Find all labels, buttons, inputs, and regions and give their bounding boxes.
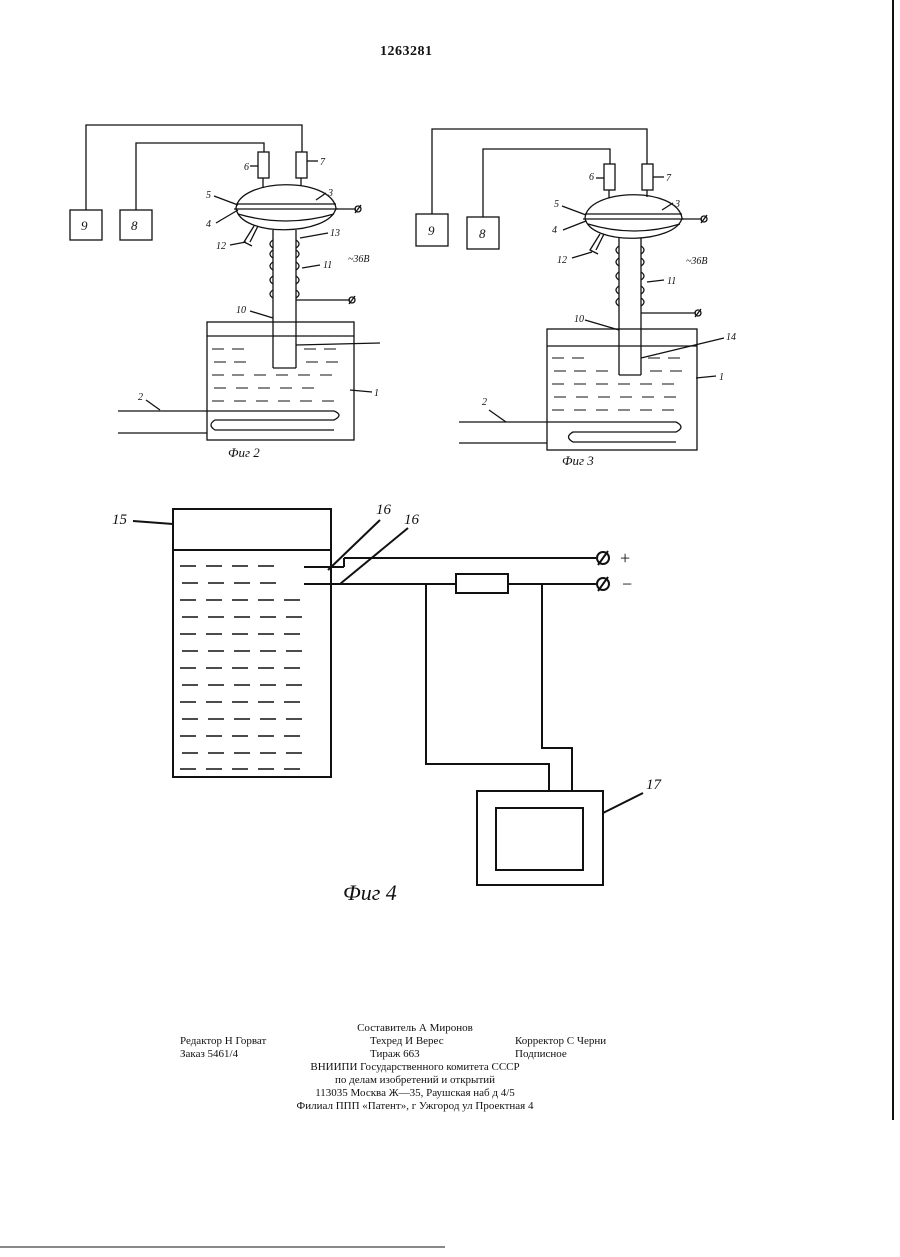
fig2-label-3: 3 (327, 188, 333, 199)
fig2-label-5: 5 (206, 190, 211, 201)
fig3-label-10: 10 (574, 314, 584, 325)
fig3-box-9-label: 9 (428, 223, 435, 238)
fig4-wire-meter-a (426, 584, 549, 791)
fig3-voltage: ~36В (686, 256, 708, 267)
fig3-caption: Фиг 3 (562, 453, 594, 468)
fig2-label-4: 4 (206, 219, 211, 230)
fig2-sensor-7 (296, 152, 307, 178)
fig3-label-1: 1 (719, 372, 724, 383)
fig2-sensor-6 (258, 152, 269, 178)
fig4-caption: Фиг 4 (343, 880, 397, 905)
fig3-coil-11 (616, 246, 644, 306)
fig2-dome-3 (236, 185, 336, 230)
fig3-label-11: 11 (667, 276, 676, 287)
imprint-editor: Редактор Н Горват (180, 1035, 266, 1048)
imprint-corrector: Корректор С Черни (515, 1035, 606, 1048)
fig4-liquid (180, 566, 302, 769)
fig4-wire-meter-b (542, 584, 572, 791)
fig2-voltage: ~36В (348, 254, 370, 265)
fig3-drawing (416, 129, 724, 450)
fig2-coil-11 (270, 240, 299, 298)
fig2-wire-8-6 (136, 143, 264, 210)
imprint-compiler: Составитель А Миронов (180, 1022, 650, 1035)
fig2-label-6: 6 (244, 162, 249, 173)
fig2-drawing (70, 125, 380, 440)
imprint-address: 113035 Москва Ж—35, Раушская наб д 4/5 (180, 1087, 650, 1100)
fig4-plus-sign: + (620, 548, 630, 568)
fig2-label-13: 13 (330, 228, 340, 239)
fig4-label-15: 15 (112, 512, 128, 528)
fig4-resistor (456, 574, 508, 593)
fig4-meter-screen (496, 808, 583, 870)
imprint-org-line2: по делам изобретений и открытий (180, 1074, 650, 1087)
imprint-row-order: Заказ 5461/4 Тираж 663 Подписное (180, 1048, 650, 1061)
imprint-row-editors: Редактор Н Горват Техред И Верес Коррект… (180, 1035, 650, 1048)
fig3-sensor-6 (604, 164, 615, 190)
imprint-org-line1: ВНИИПИ Государственного комитета СССР (180, 1061, 650, 1074)
fig2-label-2: 2 (138, 392, 143, 403)
fig2-label-1: 1 (374, 388, 379, 399)
fig2-liquid (212, 349, 338, 401)
fig2-box-8-label: 8 (131, 218, 138, 233)
fig3-label-6: 6 (589, 172, 594, 183)
fig3-label-4: 4 (552, 225, 557, 236)
fig3-label-5: 5 (554, 199, 559, 210)
fig4-label-16a: 16 (376, 502, 392, 518)
fig3-label-12: 12 (557, 255, 567, 266)
fig2-label-12: 12 (216, 241, 226, 252)
fig3-liquid (552, 358, 682, 410)
fig3-heater-2 (459, 422, 681, 442)
fig3-dome-3 (585, 195, 682, 239)
fig3-sensor-7 (642, 164, 653, 190)
fig2-tank-1 (207, 322, 354, 440)
imprint-subscription: Подписное (515, 1048, 567, 1061)
imprint-order: Заказ 5461/4 (180, 1048, 238, 1061)
imprint-techred: Техред И Верес (370, 1035, 444, 1048)
fig2-label-7: 7 (320, 157, 326, 168)
fig2-box-9-label: 9 (81, 218, 88, 233)
fig2-label-10: 10 (236, 305, 246, 316)
fig2-heater-2 (118, 411, 339, 430)
fig3-label-3: 3 (674, 199, 680, 210)
imprint-branch: Филиал ППП «Патент», г Ужгород ул Проект… (180, 1100, 650, 1113)
fig3-label-2: 2 (482, 397, 487, 408)
imprint-circulation: Тираж 663 (370, 1048, 420, 1061)
fig4-label-16b: 16 (404, 512, 420, 528)
fig2-caption: Фиг 2 (228, 445, 260, 460)
fig4-label-17: 17 (646, 777, 663, 793)
fig2-label-11: 11 (323, 260, 332, 271)
fig4-minus-sign: − (622, 574, 632, 594)
imprint-block: Составитель А Миронов Редактор Н Горват … (180, 1022, 650, 1113)
fig3-label-14: 14 (726, 332, 736, 343)
fig3-box-8-label: 8 (479, 226, 486, 241)
fig3-label-7: 7 (666, 173, 672, 184)
